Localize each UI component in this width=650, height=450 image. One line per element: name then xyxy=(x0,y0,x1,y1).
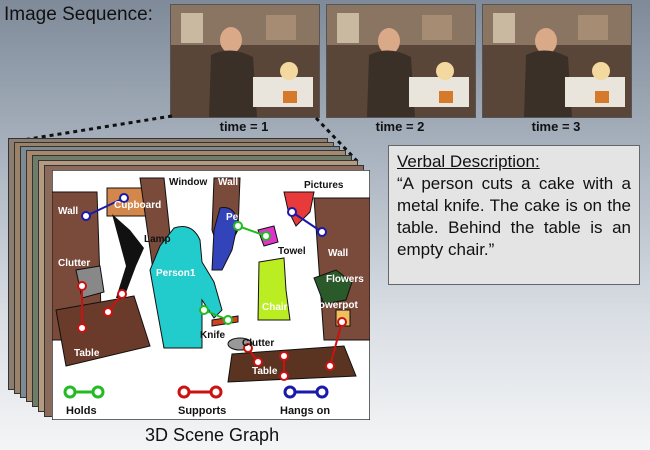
table-left-region xyxy=(55,295,151,367)
label-pictures: Pictures xyxy=(304,180,344,191)
frame-1-label: time = 1 xyxy=(219,119,269,134)
label-wall-right: Wall xyxy=(328,248,348,259)
image-sequence-title: Image Sequence: xyxy=(4,4,153,25)
frame-2-image xyxy=(326,4,476,118)
legend-hangs-on: Hangs on xyxy=(280,385,330,417)
label-table-right: Table xyxy=(252,366,278,377)
frame-3-image xyxy=(482,4,632,118)
label-clutter-left: Clutter xyxy=(58,258,90,269)
frame-2-label: time = 2 xyxy=(375,119,425,134)
scene-graph-diagram: Wall Cupboard Window Wall Pictures Perso… xyxy=(51,169,371,421)
label-window: Window xyxy=(169,177,207,188)
label-person2: Person2 xyxy=(226,212,266,223)
label-chair: Chair xyxy=(262,302,288,313)
legend-supports: Supports xyxy=(177,385,226,417)
verbal-description-box: Verbal Description: “A person cuts a cak… xyxy=(388,145,640,285)
label-cupboard: Cupboard xyxy=(114,200,161,211)
verbal-description-title: Verbal Description: xyxy=(397,152,540,171)
frame-1-image xyxy=(170,4,320,118)
label-flowerpot: Flowerpot xyxy=(310,300,358,311)
label-wall-left: Wall xyxy=(58,206,78,217)
legend-hangs-on-label: Hangs on xyxy=(280,405,330,417)
chair-region xyxy=(257,257,291,321)
legend-holds-label: Holds xyxy=(66,405,97,417)
label-towel: Towel xyxy=(278,246,306,257)
legend-holds: Holds xyxy=(63,385,105,417)
label-wall-top: Wall xyxy=(218,177,238,188)
lamp-region xyxy=(112,214,144,298)
legend-supports-label: Supports xyxy=(178,405,226,417)
verbal-description-text: “A person cuts a cake with a metal knife… xyxy=(397,174,631,259)
scene-graph-caption: 3D Scene Graph xyxy=(145,425,280,445)
label-flowers: Flowers xyxy=(326,274,364,285)
label-knife: Knife xyxy=(200,330,225,341)
label-person1: Person1 xyxy=(156,268,196,279)
label-clutter-mid: Clutter xyxy=(242,338,274,349)
person2-region xyxy=(211,207,239,271)
flowers-region xyxy=(313,269,353,305)
person1-region xyxy=(149,226,223,349)
label-lamp: Lamp xyxy=(144,234,171,245)
frame-3-label: time = 3 xyxy=(531,119,581,134)
label-table-left: Table xyxy=(74,348,100,359)
table-right-region xyxy=(227,345,357,383)
